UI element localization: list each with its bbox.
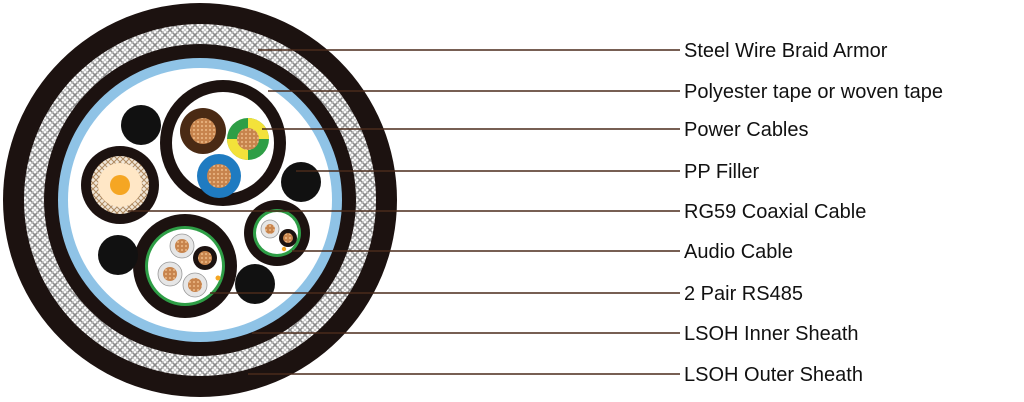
power-core-earth bbox=[227, 118, 269, 160]
leader-lines bbox=[128, 49, 680, 375]
rs485-cable-drawing bbox=[133, 214, 237, 318]
rg59-coaxial-cable-drawing bbox=[81, 146, 159, 224]
audio-cable-drawing bbox=[244, 200, 310, 266]
pp-filler-4 bbox=[235, 264, 275, 304]
pp-filler-3 bbox=[98, 235, 138, 275]
label-rg59-coaxial-cable: RG59 Coaxial Cable bbox=[684, 201, 866, 223]
power-cables-bundle bbox=[160, 80, 286, 206]
label-steel-wire-braid-armor: Steel Wire Braid Armor bbox=[684, 40, 888, 62]
pp-filler-2 bbox=[281, 162, 321, 202]
label-lsoh-outer-sheath: LSOH Outer Sheath bbox=[684, 364, 863, 386]
label-rs485: 2 Pair RS485 bbox=[684, 283, 803, 305]
label-lsoh-inner-sheath: LSOH Inner Sheath bbox=[684, 323, 859, 345]
pp-filler-1 bbox=[121, 105, 161, 145]
label-audio-cable: Audio Cable bbox=[684, 241, 793, 263]
label-power-cables: Power Cables bbox=[684, 119, 809, 141]
label-pp-filler: PP Filler bbox=[684, 161, 760, 183]
label-polyester-tape: Polyester tape or woven tape bbox=[684, 81, 943, 103]
